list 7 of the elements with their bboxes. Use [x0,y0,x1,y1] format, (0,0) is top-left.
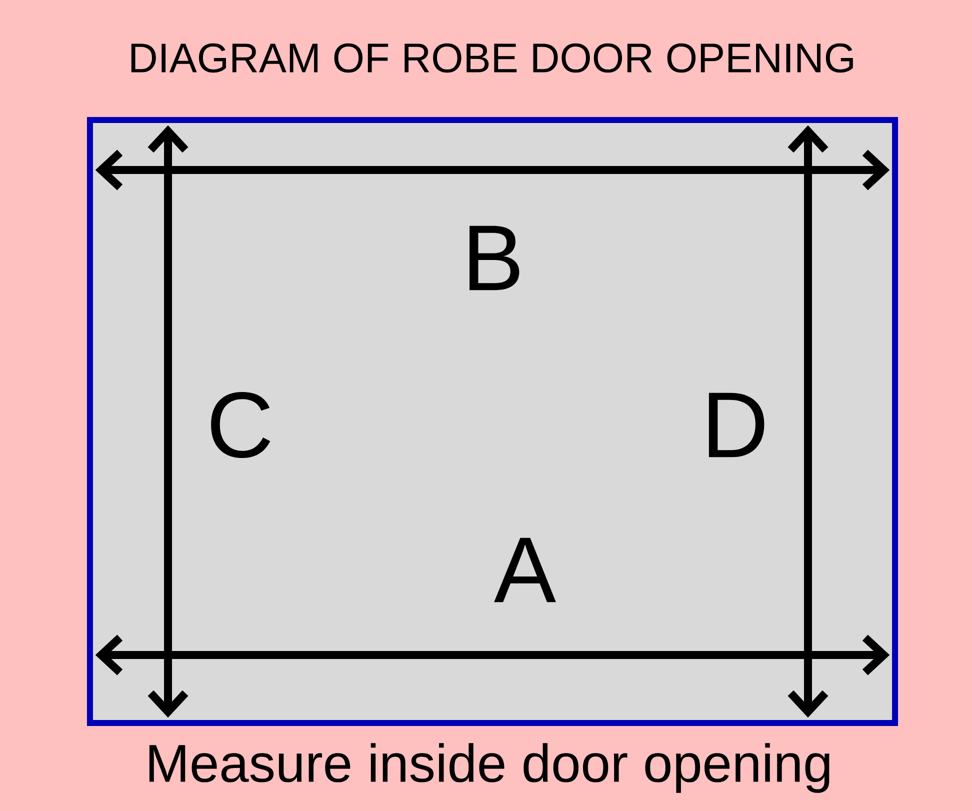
caption: Measure inside door opening [149,743,830,793]
dimension-label: A [494,538,556,602]
dimension-label: C [211,392,270,458]
dimension-label: B [470,226,520,290]
dimension-label: D [708,392,764,458]
door-opening-box [86,117,898,726]
title: DIAGRAM OF ROBE DOOR OPENING [131,43,853,73]
